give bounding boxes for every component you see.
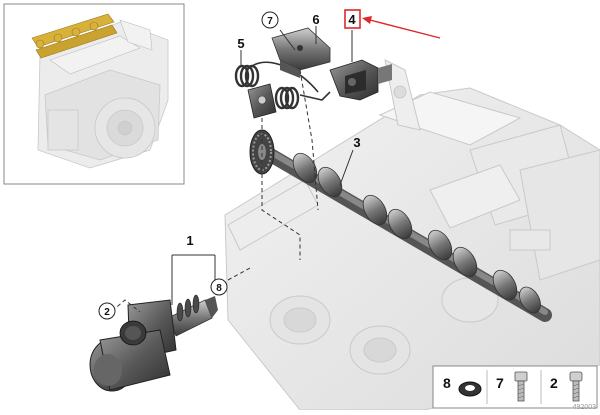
- svg-text:8: 8: [443, 375, 451, 391]
- legend-item-socket-bolt[interactable]: 2: [550, 371, 583, 402]
- svg-text:2: 2: [104, 307, 110, 318]
- callout-4-highlighted[interactable]: 4: [344, 9, 361, 29]
- camshaft: [249, 129, 552, 322]
- svg-text:2: 2: [550, 375, 558, 391]
- callout-5[interactable]: 5: [237, 36, 244, 51]
- cylinder-head: [224, 59, 600, 411]
- leader-lines: [171, 26, 354, 305]
- hex-bolt-icon: [514, 371, 528, 402]
- engine-overview-inset: [3, 3, 185, 185]
- svg-text:7: 7: [496, 375, 504, 391]
- dashed-assembly-lines: [111, 69, 319, 313]
- camshaft-sprocket: [249, 129, 275, 175]
- callout-1[interactable]: 1: [186, 233, 193, 248]
- vanos-solenoid-valve: [89, 294, 218, 392]
- callout-2[interactable]: 2: [98, 302, 116, 320]
- small-parts-legend: 8 7 2: [432, 365, 598, 409]
- callout-7[interactable]: 7: [261, 11, 279, 29]
- svg-text:8: 8: [216, 283, 222, 294]
- socket-head-bolt-icon: [569, 371, 583, 402]
- callout-8[interactable]: 8: [210, 278, 228, 296]
- legend-item-seal-ring[interactable]: 8: [443, 375, 482, 397]
- rail-guide: [271, 27, 331, 78]
- callout-6[interactable]: 6: [312, 12, 319, 27]
- legend-item-bolt[interactable]: 7: [496, 371, 528, 402]
- spring-bracket: [247, 83, 277, 119]
- callout-3[interactable]: 3: [353, 135, 360, 150]
- eccentric-shaft-sensor: [329, 59, 392, 101]
- svg-text:4: 4: [348, 12, 356, 27]
- red-pointer-arrow: [362, 16, 441, 39]
- svg-text:7: 7: [267, 16, 273, 27]
- diagram-code: 492003: [573, 404, 596, 410]
